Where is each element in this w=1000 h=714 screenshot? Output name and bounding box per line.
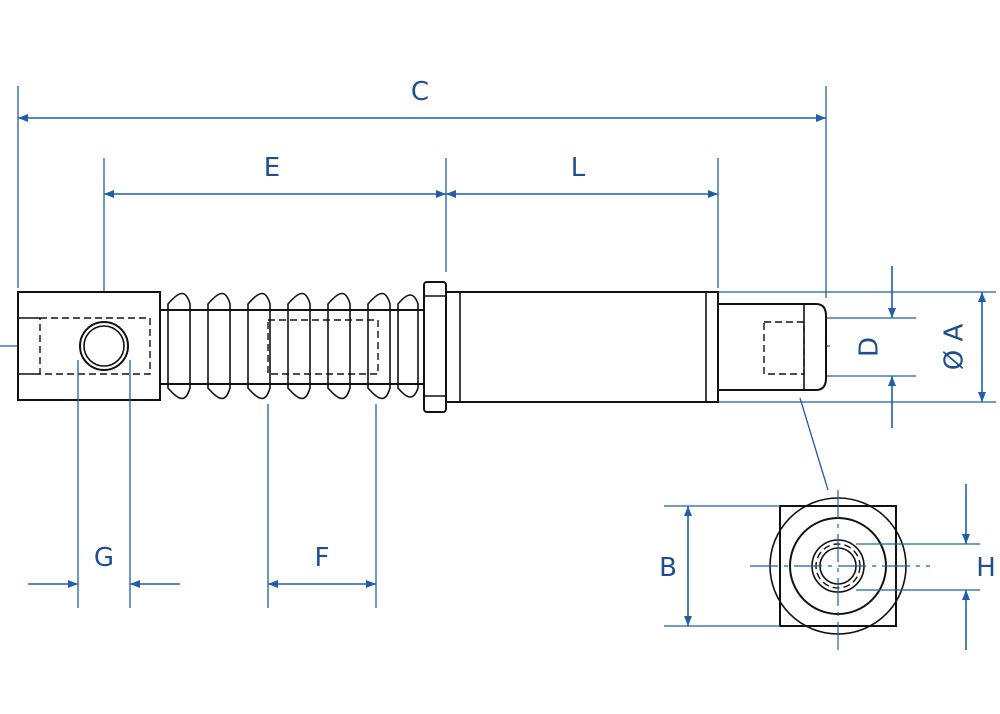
flange: [423, 281, 447, 413]
dimension-diameter-a: Ø A: [718, 291, 996, 403]
label-d: D: [855, 337, 885, 357]
label-b: B: [659, 553, 677, 583]
dimension-l: L: [446, 153, 719, 288]
label-g: G: [94, 543, 114, 573]
label-e: E: [264, 153, 280, 183]
label-f: F: [315, 543, 330, 573]
dimension-e: E: [103, 153, 447, 292]
dimension-c: C: [17, 77, 827, 298]
cylinder-body: [445, 291, 719, 403]
label-l: L: [571, 153, 586, 183]
label-c: C: [411, 77, 429, 107]
label-a: Ø A: [940, 324, 970, 371]
dimension-g: G: [28, 360, 180, 608]
rod-end: [717, 303, 827, 391]
spring: [159, 292, 427, 400]
dimension-f: F: [267, 404, 377, 608]
dimension-d: D: [808, 266, 916, 428]
dimension-b: B: [659, 505, 780, 627]
leader-line: [799, 397, 829, 491]
dimension-h: H: [856, 484, 996, 650]
clevis-end: [17, 291, 161, 401]
label-h: H: [976, 553, 996, 583]
